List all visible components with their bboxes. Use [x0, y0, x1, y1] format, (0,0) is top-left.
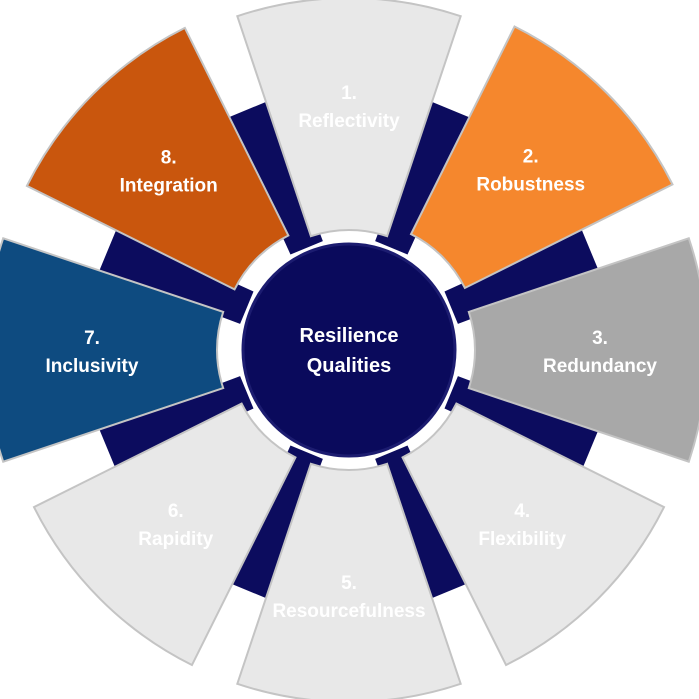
segment-8-label: Integration: [120, 176, 218, 197]
connector-bar-3: [444, 376, 599, 471]
segment-2: [409, 25, 674, 290]
segment-8-number: 8.: [161, 148, 177, 169]
segment-7: [0, 237, 225, 463]
segment-3-number: 3.: [592, 328, 608, 349]
segment-2-number: 2.: [523, 146, 539, 167]
connector-bars: [99, 100, 599, 600]
connector-bar-1: [375, 100, 470, 255]
segment-5-label: Resourcefulness: [272, 601, 425, 622]
segment-5: [236, 462, 462, 699]
segment-4-label: Flexibility: [478, 529, 566, 550]
segment-5-number: 5.: [341, 573, 357, 594]
segment-7-label: Inclusivity: [46, 356, 139, 377]
connector-bar-5: [228, 445, 323, 600]
center-title-line2: Qualities: [307, 355, 391, 377]
segment-3: [467, 237, 699, 463]
segment-1-number: 1.: [341, 83, 357, 104]
center-hub: [241, 242, 457, 458]
segment-labels: 1. Reflectivity 2. Robustness 3. Redundancy 4.…: [46, 83, 658, 622]
connector-bar-2: [444, 229, 599, 324]
segment-6-number: 6.: [168, 501, 184, 522]
center-title-line1: Resilience: [300, 325, 399, 347]
segment-1-label: Reflectivity: [298, 111, 400, 132]
connector-bar-7: [99, 229, 254, 324]
segment-6: [32, 402, 297, 667]
segment-4-number: 4.: [514, 501, 530, 522]
segment-7-number: 7.: [84, 328, 100, 349]
segment-8: [25, 26, 290, 291]
connector-bar-4: [375, 445, 470, 600]
segment-3-label: Redundancy: [543, 356, 657, 377]
segment-6-label: Rapidity: [138, 529, 213, 550]
connector-bar-6: [99, 376, 254, 471]
segment-4: [401, 402, 666, 667]
connector-bar-8: [228, 100, 323, 255]
segment-1: [236, 0, 462, 238]
segment-2-label: Robustness: [476, 174, 585, 195]
